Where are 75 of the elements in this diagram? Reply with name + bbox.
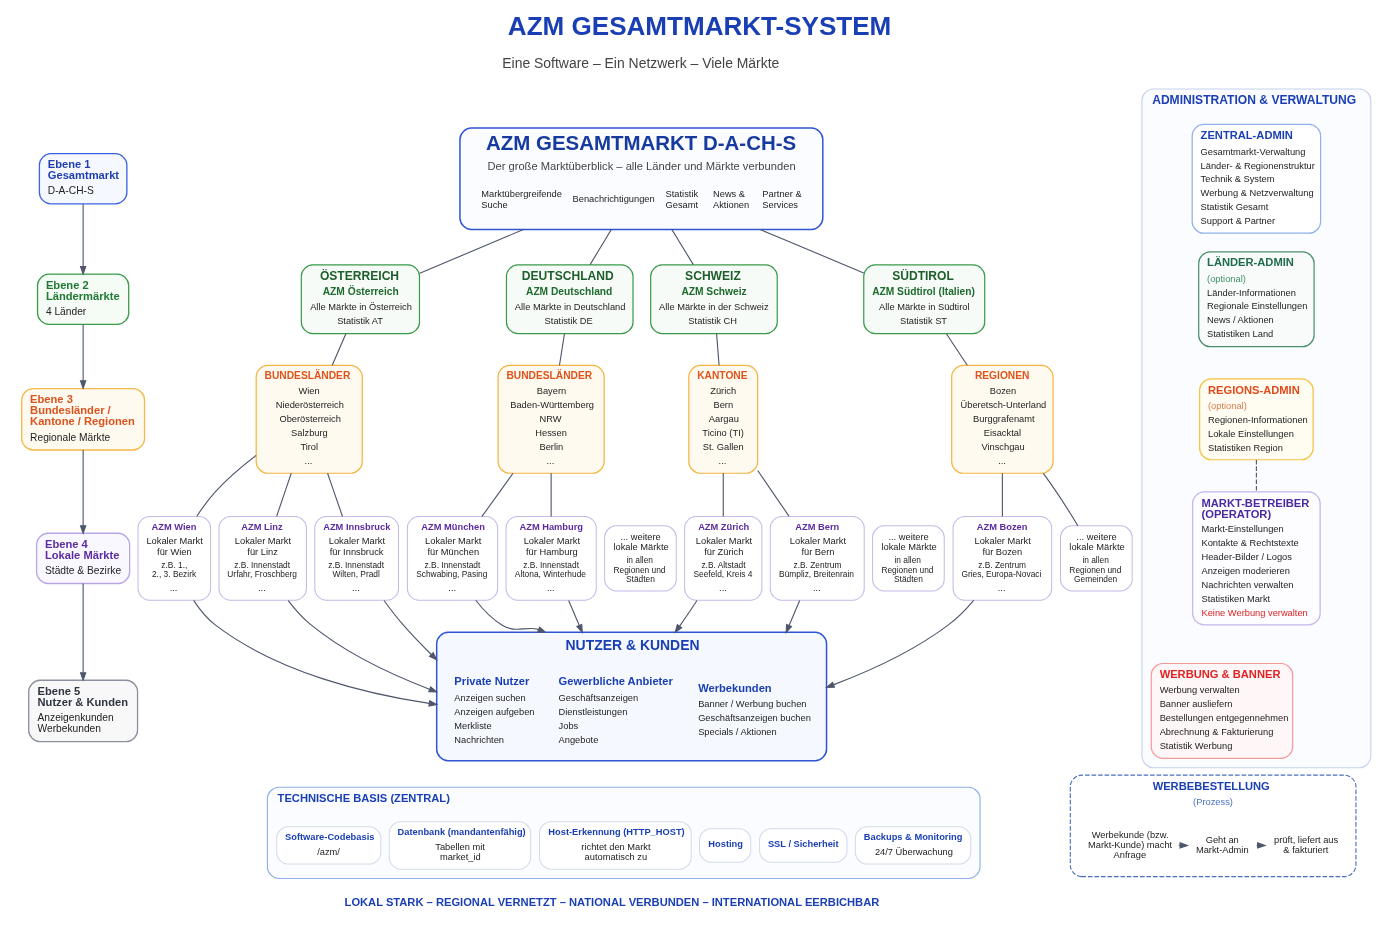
node-box: BUNDESLÄNDER Wien Niederösterreich Oberösterreich Salzburg Tirol ... (255, 364, 363, 474)
node-text: Geht an Markt-Admin (1195, 834, 1249, 855)
connector (550, 472, 552, 517)
connector (558, 333, 565, 366)
node-box: SCHWEIZ AZM Schweiz Alle Märkte in der Schweiz Statistik CH (650, 264, 778, 335)
node-box: Hosting (699, 828, 752, 863)
node-box: ... weitere lokale Märkte in allen Regionen und Städten (604, 525, 677, 592)
node-box: Software-Codebasis /azm/ (276, 826, 382, 865)
arrow (383, 599, 438, 661)
arrow (824, 599, 975, 688)
node-text: Werbekunden Banner / Werbung buchen Geschäftsanzeigen buchen Specials / Aktionen (698, 681, 811, 738)
node-box: AZM Bern Lokaler Markt für Bern z.B. Zentrum Bümpliz, Breitenrain ... (769, 516, 865, 601)
node-box: WERBUNG & BANNER Werbung verwalten Banner ausliefern Bestellungen entgegennehmen Abrechnung & Fakturierung Statistik Werbung (1150, 662, 1294, 760)
connector (1042, 472, 1079, 527)
arrow (193, 599, 439, 707)
arrow (785, 599, 801, 634)
node-box: ... weitere lokale Märkte in allen Regionen und Gemeinden (1060, 525, 1133, 592)
node-box: MARKT-BETREIBER (OPERATOR) Markt-Einstellungen Kontakte & Rechtstexte Header-Bilder / Logos Anzeigen moderieren Nachrichten verwalten Statistiken Markt Keine Werbung verwalten (1192, 491, 1321, 626)
connector (589, 229, 612, 266)
diagram-title: AZM GESAMTMARKT-SYSTEM (507, 11, 892, 42)
node-box: ZENTRAL-ADMIN Gesamtmarkt-Verwaltung Länder- & Regionenstruktur Technik & System Werbung & Netzverwaltung Statistik Gesamt Support & Partner (1191, 123, 1322, 234)
node-box: AZM Wien Lokaler Markt für Wien z.B. 1., 2., 3. Bezirk ... (137, 516, 212, 601)
arrow (79, 323, 87, 390)
label: Eine Software – Ein Netzwerk – Viele Märkte (502, 55, 780, 72)
connector (1001, 472, 1003, 517)
node-box: Ebene 1 Gesamtmarkt D-A-CH-S (38, 153, 128, 205)
node-box: BUNDESLÄNDER Bayern Baden-Württemberg NRW Hessen Berlin ... (497, 364, 605, 474)
connector (331, 333, 347, 366)
arrow (568, 599, 583, 634)
node-text: Werbekunde (bzw. Markt-Kunde) macht Anfrage (1087, 829, 1173, 861)
node-box: LÄNDER-ADMIN (optional) Länder-Informationen Regionale Einstellungen News / Aktionen Statistiken Land (1198, 251, 1315, 348)
connector (945, 333, 968, 366)
arrow (79, 582, 87, 682)
node-box: AZM Hamburg Lokaler Markt für Hamburg z.B. Innenstadt Altona, Winterhude ... (505, 516, 597, 601)
node-box: Ebene 4 Lokale Märkte Städte & Bezirke (35, 532, 131, 585)
node-box: AZM München Lokaler Markt für München z.B. Innenstadt Schwabing, Pasing ... (406, 516, 499, 601)
node-box: DEUTSCHLAND AZM Deutschland Alle Märkte in Deutschland Statistik DE (505, 264, 634, 335)
node-box: REGIONS-ADMIN (optional) Regionen-Informationen Lokale Einstellungen Statistiken Region (1199, 378, 1314, 461)
connector (276, 472, 292, 517)
connector (419, 228, 524, 274)
node-box: SSL / Sicherheit (759, 828, 848, 863)
node-text: Private Nutzer Anzeigen suchen Anzeigen aufgeben Merkliste Nachrichten (454, 675, 535, 745)
node-text: prüft, liefert aus & fakturiert (1274, 834, 1339, 855)
node-box: Backups & Monitoring 24/7 Überwachung (854, 826, 972, 865)
node-box: ÖSTERREICH AZM Österreich Alle Märkte in Österreich Statistik AT (300, 264, 421, 335)
connector (716, 333, 720, 366)
arrow (287, 600, 439, 693)
connector (759, 228, 865, 274)
node-box: KANTONE Zürich Bern Aargau Ticino (TI) St. Gallen ... (688, 364, 759, 474)
connector (196, 454, 257, 517)
connector (722, 472, 724, 517)
node-box: ... weitere lokale Märkte in allen Regionen und Städten (872, 525, 945, 592)
node-box: Host-Erkennung (HTTP_HOST) richtet den Markt automatisch zu (539, 821, 692, 870)
connector (1255, 459, 1257, 493)
label: LOKAL STARK – REGIONAL VERNETZT – NATIONAL VERBUNDEN – INTERNATIONAL EERBICHBAR (344, 896, 880, 909)
arrow (674, 600, 698, 634)
node-box: AZM Linz Lokaler Markt für Linz z.B. Innenstadt Urfahr, Froschberg ... (218, 516, 307, 601)
node-box: AZM Bozen Lokaler Markt für Bozen z.B. Zentrum Gries, Europa-Novaci ... (952, 516, 1053, 601)
node-box: Datenbank (mandantenfähig) Tabellen mit market_id (388, 821, 532, 870)
node-box: Ebene 2 Ländermärkte 4 Länder (36, 273, 130, 326)
connector (757, 470, 790, 517)
node-box: AZM Zürich Lokaler Markt für Zürich z.B. Altstadt Seefeld, Kreis 4 ... (684, 516, 763, 601)
node-box: Ebene 3 Bundesländer / Kantone / Regionen Regionale Märkte (21, 387, 146, 451)
connector (671, 229, 694, 266)
node-box: AZM Innsbruck Lokaler Markt für Innsbruck z.B. Innenstadt Wilten, Pradl ... (314, 516, 400, 601)
node-box: SÜDTIROL AZM Südtirol (Italien) Alle Märkte in Südtirol Statistik ST (863, 264, 986, 335)
arrow (79, 203, 87, 276)
node-box: Ebene 5 Nutzer & Kunden Anzeigenkunden Werbekunden (28, 679, 139, 743)
node-text: Gewerbliche Anbieter Geschäftsanzeigen Dienstleistungen Jobs Angebote (558, 675, 673, 745)
arrow (475, 599, 548, 633)
connector (481, 472, 514, 517)
connector (327, 472, 344, 517)
node-box: AZM GESAMTMARKT D-A-CH-S Der große Marktüberblick – alle Länder und Märkte verbunden Marktübergreifende Suche Benachrichtigungen Statistik Gesamt News & Aktionen Partner & Services (459, 127, 824, 231)
node-box: REGIONEN Bozen Überetsch-Unterland Burggrafenamt Eisacktal Vinschgau ... (951, 364, 1054, 474)
arrow (79, 449, 87, 535)
